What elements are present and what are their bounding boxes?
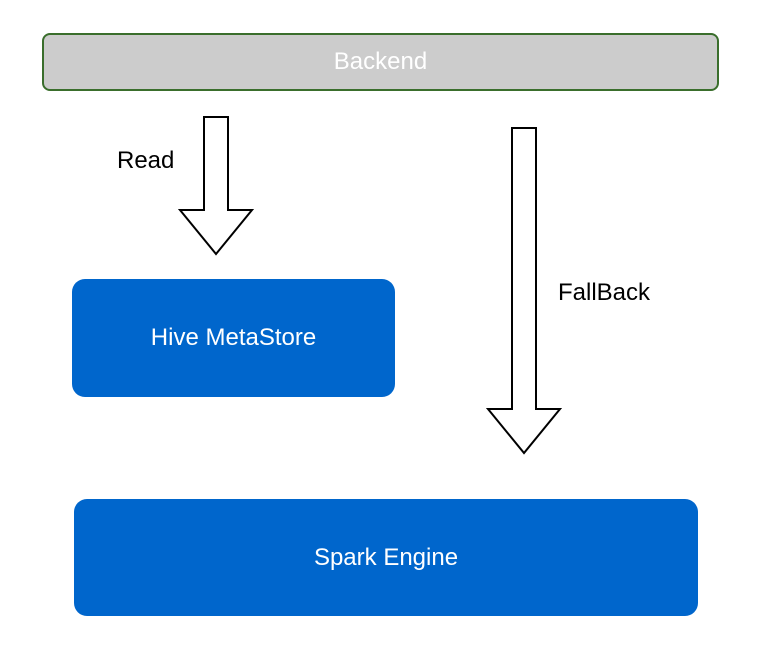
backend-label: Backend	[333, 48, 428, 75]
hive-metastore-label: Hive MetaStore	[150, 324, 317, 351]
spark-engine-node: Spark Engine	[74, 499, 698, 616]
fallback-arrow	[485, 127, 563, 455]
fallback-edge-label: FallBack	[558, 279, 651, 306]
hive-metastore-node: Hive MetaStore	[72, 279, 395, 397]
read-edge-label: Read	[117, 147, 175, 174]
spark-engine-label: Spark Engine	[313, 543, 459, 571]
backend-node: Backend	[42, 33, 719, 91]
read-arrow	[177, 116, 255, 256]
